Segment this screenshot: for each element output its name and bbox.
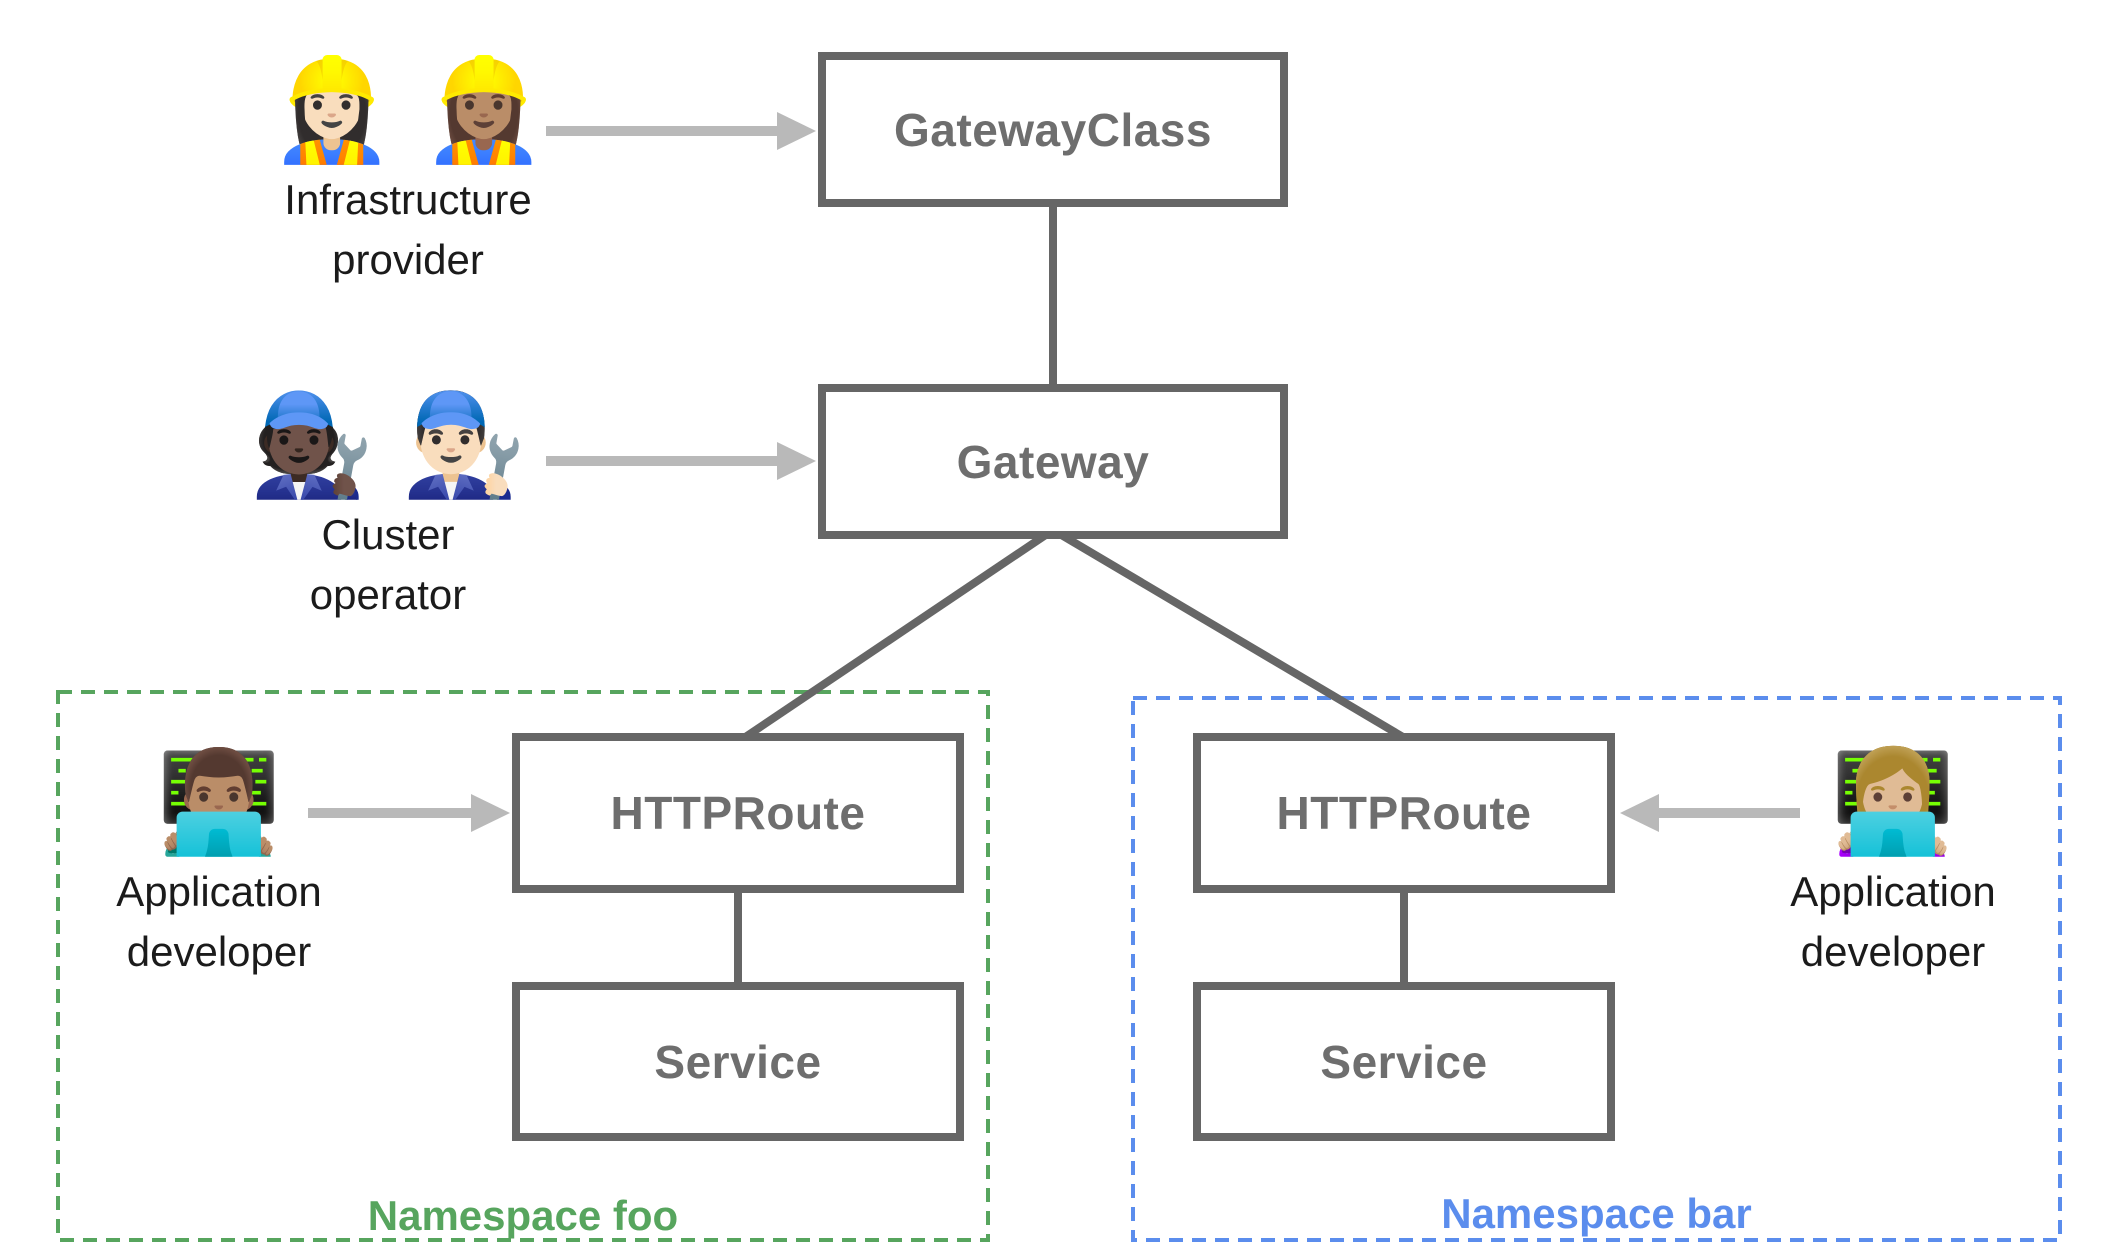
persona-application-developer-bar: 👩🏼‍💻 Application developer	[1733, 742, 2053, 982]
persona-label-line2: operator	[309, 571, 467, 618]
persona-label-line1: Cluster	[321, 511, 455, 558]
namespace-foo-boundary	[56, 690, 990, 1242]
arrow-head-cluster-to-gateway	[777, 442, 816, 480]
persona-label-line2: developer	[1800, 928, 1986, 975]
edge-gateway-httproute-bar	[1050, 526, 1411, 744]
arrow-head-infra-to-gatewayclass	[777, 112, 816, 150]
persona-label: Cluster operator	[178, 505, 598, 625]
persona-label-line1: Application	[1790, 868, 1996, 915]
persona-label-line1: Application	[116, 868, 322, 915]
man-technologist-emoji: 👨🏽‍💻	[156, 746, 282, 858]
persona-label: Application developer	[59, 862, 379, 982]
arrow-head-dev-to-httproute-bar	[1620, 794, 1659, 832]
edge-gateway-httproute-foo	[738, 526, 1056, 744]
service-bar-node: Service	[1193, 982, 1615, 1141]
persona-application-developer-foo: 👨🏽‍💻 Application developer	[59, 742, 379, 982]
namespace-bar-boundary	[1131, 696, 2062, 1242]
woman-technologist-emoji: 👩🏼‍💻	[1830, 746, 1956, 858]
construction-worker-emoji: 👷🏻‍♀️ 👷🏽‍♀️	[269, 54, 547, 166]
httproute-foo-node: HTTPRoute	[512, 733, 964, 893]
arrow-head-dev-to-httproute-foo	[471, 794, 510, 832]
persona-label: Infrastructure provider	[198, 170, 618, 290]
mechanic-emoji: 🧑🏿‍🔧 👨🏻‍🔧	[249, 389, 527, 501]
persona-label-line2: provider	[332, 236, 484, 283]
gateway-node: Gateway	[818, 384, 1288, 539]
persona-label-line2: developer	[126, 928, 312, 975]
gatewayclass-node: GatewayClass	[818, 52, 1288, 207]
httproute-bar-node: HTTPRoute	[1193, 733, 1615, 893]
persona-infrastructure-provider: 👷🏻‍♀️ 👷🏽‍♀️ Infrastructure provider	[198, 50, 618, 290]
namespace-foo-label: Namespace foo	[367, 1192, 679, 1239]
namespace-bar-label: Namespace bar	[1441, 1190, 1752, 1237]
persona-label: Application developer	[1733, 862, 2053, 982]
persona-cluster-operator: 🧑🏿‍🔧 👨🏻‍🔧 Cluster operator	[178, 385, 598, 625]
service-foo-node: Service	[512, 982, 964, 1141]
persona-label-line1: Infrastructure	[284, 176, 532, 223]
